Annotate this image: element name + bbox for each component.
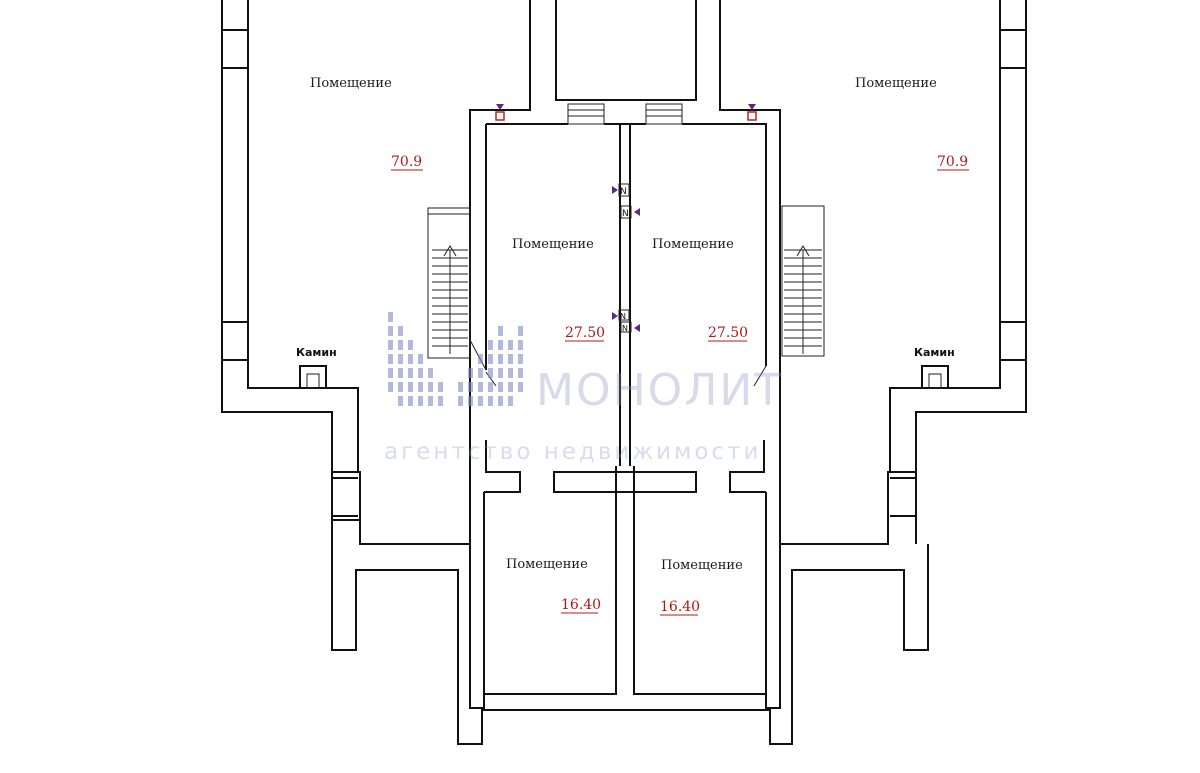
meter-label: N (622, 324, 628, 333)
right-staircase (781, 205, 825, 357)
left-door-swing-2 (485, 371, 497, 387)
fireplace-label-right: Камин (914, 346, 955, 359)
meter-label: N (622, 209, 629, 219)
room-label: Помещение (661, 558, 743, 573)
watermark-subtitle: агентство недвижимости (384, 439, 761, 465)
watermark-logo-icon (388, 312, 523, 406)
room-label: Помещение (855, 76, 937, 91)
meter-label: N (620, 312, 626, 321)
room-label: Помещение (512, 237, 594, 252)
watermark: МОНОЛИТ агентство недвижимости (384, 312, 783, 465)
meter-icons: N N N N (618, 183, 632, 333)
room-area: 70.9 (937, 154, 968, 170)
left-staircase (427, 207, 471, 359)
right-door-swing (753, 365, 767, 387)
room-area: 70.9 (391, 154, 422, 170)
central-walls (331, 0, 929, 745)
room-label: Помещение (506, 557, 588, 572)
room-label: Помещение (310, 76, 392, 91)
room-area: 27.50 (565, 325, 605, 341)
room-area: 16.40 (660, 599, 700, 615)
sensor-icons (495, 104, 757, 332)
right-fireplace-icon (921, 365, 949, 389)
room-area: 16.40 (561, 597, 601, 613)
room-label: Помещение (652, 237, 734, 252)
watermark-title: МОНОЛИТ (536, 365, 783, 416)
left-fireplace-icon (299, 365, 327, 389)
fireplace-label-left: Камин (296, 346, 337, 359)
room-area: 27.50 (708, 325, 748, 341)
meter-label: N (620, 187, 627, 197)
